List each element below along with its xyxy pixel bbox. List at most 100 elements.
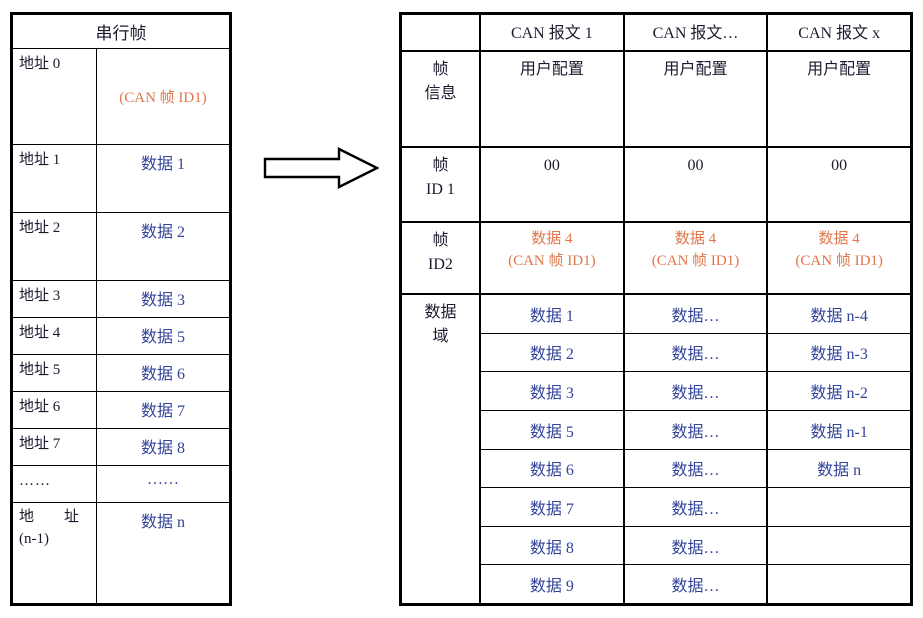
address-label: 地址 3 bbox=[13, 281, 97, 317]
address-label: 地址 1 bbox=[13, 145, 97, 212]
data-cell-empty bbox=[768, 565, 910, 603]
page-title: 串行帧 bbox=[95, 24, 147, 43]
address-label: 地址 6 bbox=[13, 392, 97, 428]
data-cell: 数据… bbox=[625, 295, 769, 333]
table-row: 地址 4 数据 5 bbox=[13, 318, 229, 355]
table-row: 数据 2 数据… 数据 n-3 bbox=[481, 333, 910, 373]
cell-frame-info-2: 用户配置 bbox=[625, 52, 769, 146]
data-cell: 数据… bbox=[625, 410, 769, 449]
table-row-frame-id1: 帧 ID 1 00 00 00 bbox=[402, 148, 910, 223]
cell-line1: 数据 4 bbox=[818, 231, 860, 247]
data-cell: 数据 7 bbox=[481, 488, 625, 526]
data-value: (CAN 帧 ID1) bbox=[119, 90, 207, 106]
address-label: 地址 0 bbox=[13, 49, 97, 144]
cell-frame-id2-3: 数据 4 (CAN 帧 ID1) bbox=[768, 223, 910, 293]
transform-arrow bbox=[263, 147, 379, 189]
data-cell: 数据 n bbox=[817, 462, 862, 480]
table-row: 地址 3 数据 3 bbox=[13, 281, 229, 318]
column-header-can-message-ellipsis: CAN 报文… bbox=[625, 15, 769, 50]
data-cell: 数据… bbox=[625, 488, 769, 526]
cell-frame-id1-1: 00 bbox=[481, 148, 625, 221]
cell-frame-info-1: 用户配置 bbox=[481, 52, 625, 146]
table-row: 数据 8 数据… bbox=[481, 526, 910, 566]
serial-frame-title-row: 串行帧 bbox=[13, 15, 229, 49]
data-cell: 数据 8 bbox=[481, 526, 625, 565]
cell-line1: 数据 4 bbox=[531, 231, 573, 247]
data-cell: 数据 n-4 bbox=[810, 307, 868, 325]
cell-frame-id2-1: 数据 4 (CAN 帧 ID1) bbox=[481, 223, 625, 293]
data-ellipsis: …… bbox=[147, 471, 179, 488]
table-row: 地址 7 数据 8 bbox=[13, 429, 229, 466]
data-cell: 数据 2 bbox=[481, 333, 625, 372]
table-row: 数据 5 数据… 数据 n-1 bbox=[481, 410, 910, 450]
row-label-data-field: 数据 域 bbox=[402, 295, 481, 603]
row-label-frame-id2: 帧 ID2 bbox=[402, 223, 481, 293]
column-header-can-message-x: CAN 报文 x bbox=[798, 25, 881, 42]
data-value: 数据 3 bbox=[140, 292, 185, 309]
data-cell-empty bbox=[768, 527, 910, 565]
data-cell: 数据… bbox=[625, 526, 769, 565]
table-row: 地址 0 (CAN 帧 ID1) bbox=[13, 49, 229, 145]
cell-frame-id1-3: 00 bbox=[831, 157, 848, 174]
cell-line2: (CAN 帧 ID1) bbox=[508, 252, 596, 269]
table-row-frame-info: 帧 信息 用户配置 用户配置 用户配置 bbox=[402, 52, 910, 148]
table-row-frame-id2: 帧 ID2 数据 4 (CAN 帧 ID1) 数据 4 (CAN 帧 ID1) … bbox=[402, 223, 910, 295]
table-header-row: CAN 报文 1 CAN 报文… CAN 报文 x bbox=[402, 15, 910, 52]
table-section-data-field: 数据 域 数据 1 数据… 数据 n-4 数据 2 数据… 数据 n-3 数据 … bbox=[402, 295, 910, 603]
table-row: 数据 1 数据… 数据 n-4 bbox=[481, 295, 910, 334]
row-label-line2: ID2 bbox=[428, 256, 453, 273]
row-label-line2: 信息 bbox=[424, 85, 457, 102]
table-row: 地址 2 数据 2 bbox=[13, 213, 229, 281]
table-row: 地址 5 数据 6 bbox=[13, 355, 229, 392]
data-cell: 数据… bbox=[625, 333, 769, 372]
data-cell: 数据 n-2 bbox=[810, 385, 868, 403]
row-label-line1: 帧 bbox=[432, 157, 449, 174]
cell-line2: (CAN 帧 ID1) bbox=[795, 252, 883, 269]
address-label: 地址 4 bbox=[13, 318, 97, 354]
cell-line2: (CAN 帧 ID1) bbox=[651, 252, 740, 269]
address-label-line1: 地 址 bbox=[19, 509, 79, 525]
row-label-line2: ID 1 bbox=[426, 181, 455, 198]
data-cell: 数据 n-1 bbox=[810, 423, 868, 441]
data-cell: 数据 5 bbox=[481, 410, 625, 449]
serial-frame-table: 串行帧 地址 0 (CAN 帧 ID1) 地址 1 数据 1 地址 2 数据 2… bbox=[10, 12, 232, 606]
data-cell: 数据… bbox=[625, 372, 769, 410]
table-row: 数据 7 数据… bbox=[481, 488, 910, 527]
address-label: 地址 7 bbox=[13, 429, 97, 465]
address-ellipsis: …… bbox=[13, 466, 97, 502]
table-row: 地 址 (n-1) 数据 n bbox=[13, 503, 229, 603]
row-label-line2: 域 bbox=[432, 328, 449, 345]
data-value: 数据 5 bbox=[140, 329, 185, 346]
row-label-frame-id1: 帧 ID 1 bbox=[402, 148, 481, 221]
corner-cell bbox=[402, 15, 481, 50]
data-value: 数据 7 bbox=[140, 403, 185, 420]
cell-frame-id1-2: 00 bbox=[625, 148, 769, 221]
address-label-line2: (n-1) bbox=[19, 530, 49, 547]
data-cell: 数据… bbox=[625, 449, 769, 488]
data-cell: 数据 6 bbox=[481, 449, 625, 488]
data-cell: 数据 n-3 bbox=[810, 346, 868, 364]
table-row-ellipsis: …… …… bbox=[13, 466, 229, 503]
row-label-frame-info: 帧 信息 bbox=[402, 52, 481, 146]
column-header-can-message-1: CAN 报文 1 bbox=[481, 15, 625, 50]
data-cell-empty bbox=[768, 488, 910, 526]
address-label: 地址 5 bbox=[13, 355, 97, 391]
data-value: 数据 8 bbox=[140, 440, 185, 457]
table-row: 数据 6 数据… 数据 n bbox=[481, 449, 910, 489]
data-cell: 数据 9 bbox=[481, 565, 625, 603]
row-label-line1: 数据 bbox=[424, 304, 457, 321]
cell-frame-info-3: 用户配置 bbox=[807, 61, 872, 78]
arrow-shape bbox=[263, 147, 379, 189]
cell-line1: 数据 4 bbox=[674, 231, 717, 247]
address-label: 地 址 (n-1) bbox=[13, 503, 97, 603]
table-row: 数据 3 数据… 数据 n-2 bbox=[481, 372, 910, 411]
row-label-line1: 帧 bbox=[432, 232, 449, 249]
data-cell: 数据… bbox=[625, 565, 769, 603]
can-message-table: CAN 报文 1 CAN 报文… CAN 报文 x 帧 信息 用户配置 用户配置… bbox=[399, 12, 913, 606]
table-row: 地址 6 数据 7 bbox=[13, 392, 229, 429]
data-cell: 数据 1 bbox=[481, 295, 625, 333]
table-row: 数据 9 数据… bbox=[481, 565, 910, 603]
data-value: 数据 2 bbox=[140, 224, 185, 241]
address-label: 地址 2 bbox=[13, 213, 97, 280]
table-row: 地址 1 数据 1 bbox=[13, 145, 229, 213]
